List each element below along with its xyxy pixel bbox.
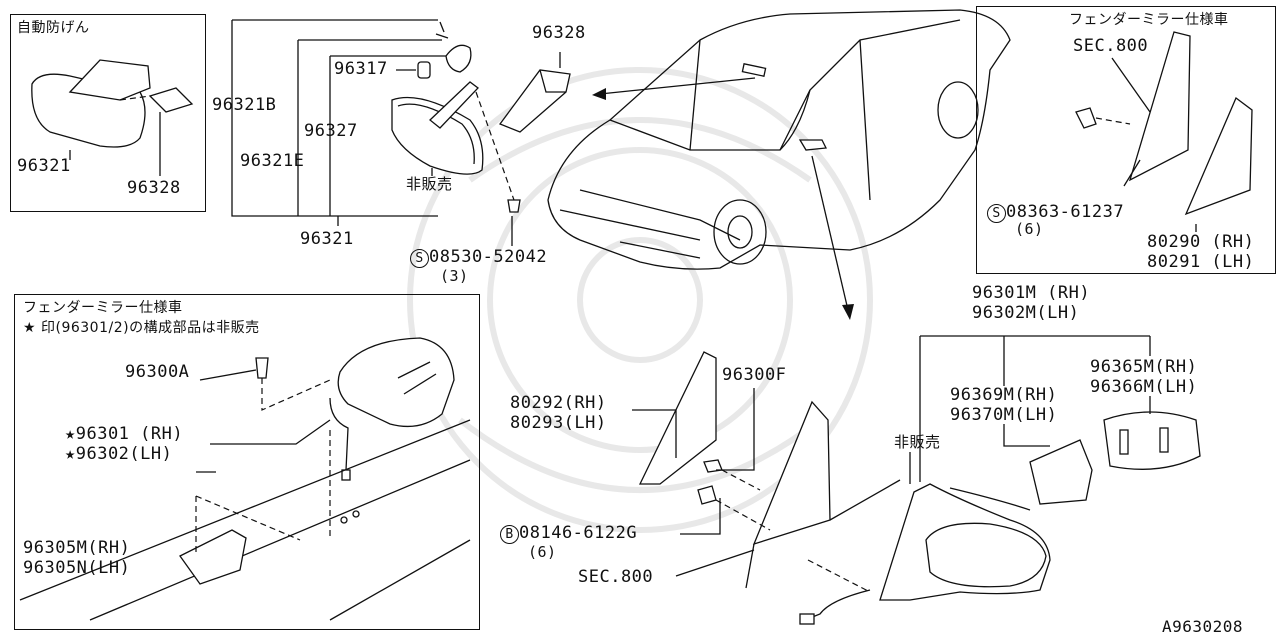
fender-left-96305M: 96305M(RH): [23, 538, 131, 558]
label-08146-qty: (6): [528, 543, 557, 561]
fender-right-title: フェンダーミラー仕様車: [1069, 12, 1229, 28]
label-80292: 80292(RH): [510, 393, 607, 413]
auto-dimming-art: [31, 59, 194, 176]
label-96327: 96327: [304, 121, 358, 141]
auto-dimming-label-96328: 96328: [127, 178, 181, 198]
fender-left-title: フェンダーミラー仕様車: [23, 300, 183, 316]
label-96328: 96328: [532, 23, 586, 43]
label-96321B: 96321B: [212, 95, 277, 115]
fender-right-sec800: SEC.800: [1073, 36, 1149, 56]
label-96302M: 96302M(LH): [972, 303, 1080, 323]
label-96300F: 96300F: [722, 365, 787, 385]
auto-dimming-box: 自動防げん 96321 96328: [10, 14, 206, 212]
s-symbol-icon: S: [987, 204, 1006, 223]
auto-dimming-label-96321: 96321: [17, 156, 71, 176]
b-symbol-icon: B: [500, 525, 519, 544]
label-96321E: 96321E: [240, 151, 305, 171]
fender-mirror-left-box: フェンダーミラー仕様車 ★ 印(96301/2)の構成部品は非販売 96300A…: [14, 294, 480, 630]
fender-left-96301: ★96301 (RH): [65, 424, 184, 444]
fender-left-96305N: 96305N(LH): [23, 558, 131, 578]
fender-right-80291: 80291 (LH): [1147, 252, 1255, 272]
label-08530-qty: (3): [440, 267, 469, 285]
rearview-mirror-parts: [231, 19, 521, 246]
auto-dimming-title: 自動防げん: [17, 20, 90, 36]
door-mirror-art: [632, 335, 1201, 625]
label-not-sold-2: 非販売: [894, 433, 941, 451]
fender-left-note: ★ 印(96301/2)の構成部品は非販売: [23, 320, 260, 336]
label-80293: 80293(LH): [510, 413, 607, 433]
fender-right-art: [1075, 31, 1253, 232]
fender-right-80290: 80290 (RH): [1147, 232, 1255, 252]
fender-left-96302: ★96302(LH): [65, 444, 173, 464]
figure-id: A9630208: [1162, 617, 1244, 636]
label-sec800: SEC.800: [578, 567, 654, 587]
label-96365M: 96365M(RH): [1090, 357, 1198, 377]
label-96321: 96321: [300, 229, 354, 249]
s-symbol-icon: S: [410, 249, 429, 268]
mirror-cover-part: [498, 52, 571, 133]
watermark-emblem: [407, 67, 873, 533]
label-96369M: 96369M(RH): [950, 385, 1058, 405]
label-96366M: 96366M(LH): [1090, 377, 1198, 397]
fender-left-art: [19, 337, 471, 621]
fender-left-96300A: 96300A: [125, 362, 190, 382]
label-96301M: 96301M (RH): [972, 283, 1091, 303]
label-96317: 96317: [334, 59, 388, 79]
label-not-sold-1: 非販売: [406, 175, 453, 193]
fender-right-screw-qty: (6): [1015, 220, 1044, 238]
car-body: [547, 9, 1011, 320]
label-96370M: 96370M(LH): [950, 405, 1058, 425]
